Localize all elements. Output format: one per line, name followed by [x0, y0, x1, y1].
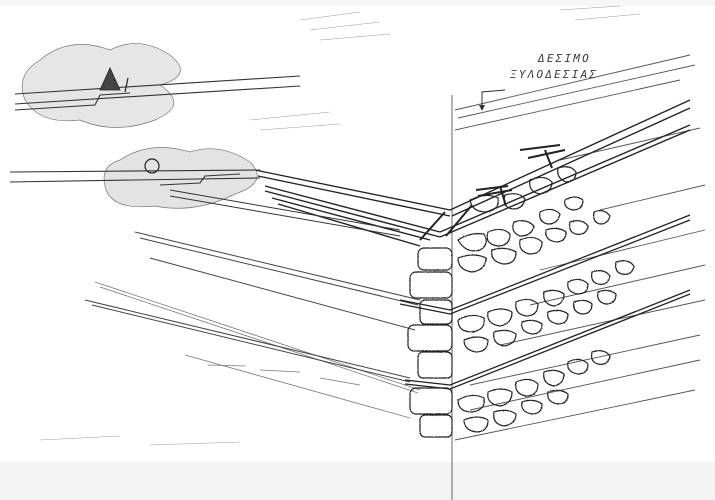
annotation-arrow — [479, 89, 506, 111]
section-detail-middle — [9, 147, 401, 237]
paper-smudge — [0, 462, 715, 500]
left-face-courses — [84, 231, 421, 383]
timber-tie-beams — [254, 99, 691, 247]
annotation-line-1: ΔΕΣΙΜΟ — [537, 52, 591, 65]
right-face-lines — [454, 54, 706, 441]
pencil-hatching — [39, 5, 641, 446]
section-detail-top — [14, 43, 301, 128]
timber-cross-ties — [419, 144, 566, 241]
paper-top-edge — [0, 0, 715, 6]
stone-masonry — [407, 166, 635, 438]
annotation-line-2: ΞΥΛΟΔΕΣΙΑΣ — [509, 68, 598, 81]
ground-lines — [94, 281, 421, 419]
annotation-group: ΔΕΣΙΜΟ ΞΥΛΟΔΕΣΙΑΣ — [479, 52, 598, 111]
